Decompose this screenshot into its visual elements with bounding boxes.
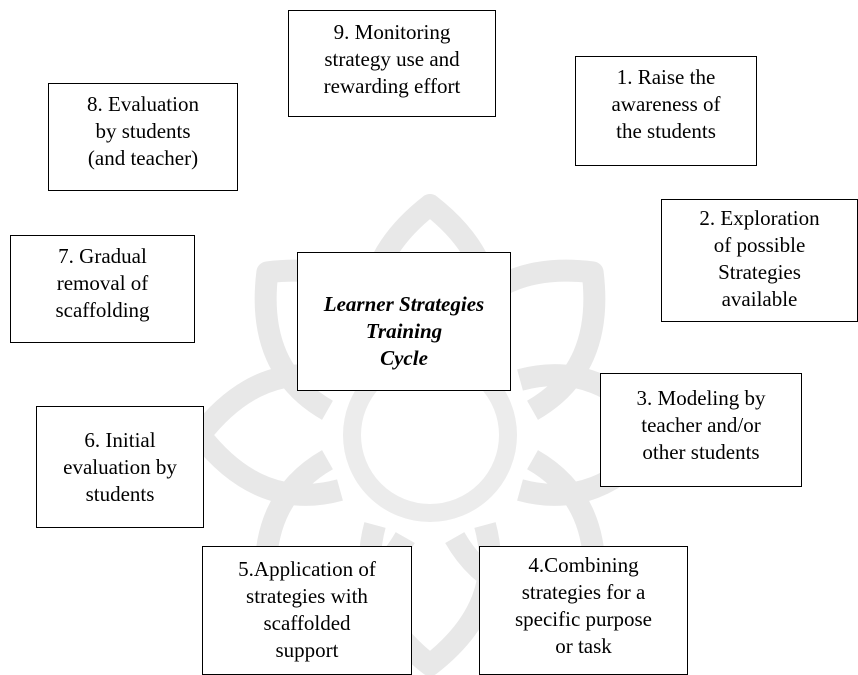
step-4-line-3: specific purpose bbox=[514, 607, 653, 631]
step-5-line-3: scaffolded bbox=[263, 611, 351, 635]
step-2-line-3: Strategies bbox=[718, 260, 801, 284]
step-2-exploration-box: 2. Exploration of possible Strategies av… bbox=[661, 199, 858, 322]
step-9-line-1: 9. Monitoring bbox=[333, 20, 451, 44]
step-4-line-1: 4.Combining bbox=[528, 553, 639, 577]
step-8-line-2: by students bbox=[95, 119, 191, 143]
step-9-line-3: rewarding effort bbox=[323, 74, 461, 98]
step-3-line-1: 3. Modeling by bbox=[636, 386, 766, 410]
step-1-line-3: the students bbox=[616, 119, 716, 143]
step-6-initial-evaluation-box: 6. Initial evaluation by students bbox=[36, 406, 204, 528]
step-6-line-2: evaluation by bbox=[63, 455, 177, 479]
step-2-line-1: 2. Exploration bbox=[699, 206, 820, 230]
step-3-line-2: teacher and/or bbox=[641, 413, 761, 437]
step-9-line-2: strategy use and bbox=[324, 47, 460, 71]
step-5-application-box: 5.Application of strategies with scaffol… bbox=[202, 546, 412, 675]
step-5-line-4: support bbox=[275, 638, 339, 662]
center-cycle-title-box: Learner Strategies Training Cycle bbox=[297, 252, 511, 391]
step-7-line-1: 7. Gradual bbox=[58, 244, 147, 268]
step-8-line-1: 8. Evaluation bbox=[87, 92, 199, 116]
step-5-line-1: 5.Application of bbox=[238, 557, 376, 581]
step-4-line-2: strategies for a bbox=[521, 580, 646, 604]
step-1-raise-awareness-box: 1. Raise the awareness of the students bbox=[575, 56, 757, 166]
step-5-line-2: strategies with bbox=[246, 584, 368, 608]
step-2-line-4: available bbox=[721, 287, 798, 311]
step-4-combining-box: 4.Combining strategies for a specific pu… bbox=[479, 546, 688, 675]
step-7-line-3: scaffolding bbox=[55, 298, 150, 322]
step-6-line-1: 6. Initial bbox=[84, 428, 156, 452]
step-9-monitoring-box: 9. Monitoring strategy use and rewarding… bbox=[288, 10, 496, 117]
step-1-line-2: awareness of bbox=[611, 92, 721, 116]
step-4-line-4: or task bbox=[555, 634, 612, 658]
step-8-line-3: (and teacher) bbox=[87, 146, 199, 170]
center-title-line-1: Learner Strategies bbox=[323, 292, 485, 316]
step-6-line-3: students bbox=[85, 482, 155, 506]
step-3-modeling-box: 3. Modeling by teacher and/or other stud… bbox=[600, 373, 802, 487]
center-title-line-2: Training bbox=[365, 319, 443, 343]
step-2-line-2: of possible bbox=[713, 233, 806, 257]
step-7-line-2: removal of bbox=[56, 271, 149, 295]
step-7-gradual-removal-box: 7. Gradual removal of scaffolding bbox=[10, 235, 195, 343]
step-3-line-3: other students bbox=[642, 440, 760, 464]
step-8-evaluation-box: 8. Evaluation by students (and teacher) bbox=[48, 83, 238, 191]
step-1-line-1: 1. Raise the bbox=[616, 65, 716, 89]
center-title-line-3: Cycle bbox=[380, 346, 428, 370]
